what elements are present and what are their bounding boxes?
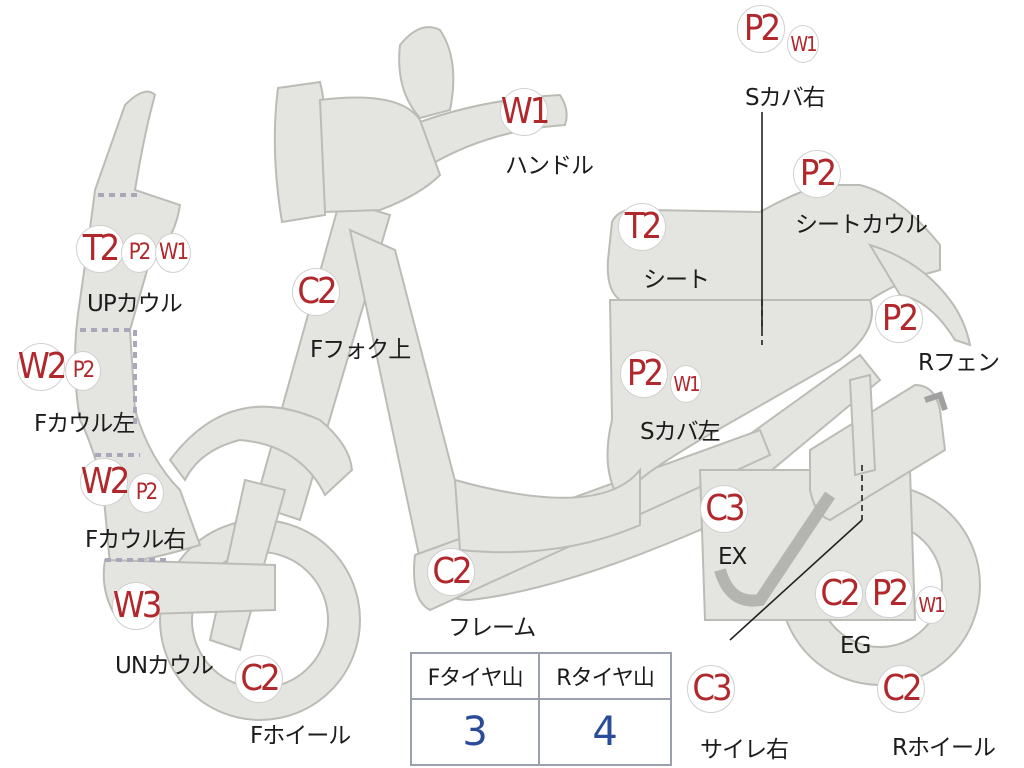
grade-badge: T2 bbox=[618, 203, 666, 251]
mirror bbox=[398, 26, 455, 120]
part-label: UPカウル bbox=[87, 291, 183, 317]
front-cowl bbox=[74, 90, 202, 567]
part-label: Rフェン bbox=[918, 350, 1000, 376]
part-label: シート bbox=[643, 267, 710, 293]
side-cover bbox=[606, 299, 873, 502]
part-label: Fカウル右 bbox=[85, 527, 186, 553]
part-label: ハンドル bbox=[505, 153, 594, 179]
tire-value-rear: 4 bbox=[538, 698, 672, 766]
part-label: サイレ右 bbox=[700, 737, 789, 763]
part-label: シートカウル bbox=[795, 212, 928, 238]
grade-badge: P2 bbox=[65, 351, 101, 391]
grade-badge: C2 bbox=[427, 548, 475, 596]
grade-badge: C3 bbox=[700, 485, 748, 533]
grade-badge: W1 bbox=[915, 586, 947, 624]
part-label: EX bbox=[718, 544, 747, 570]
muffler bbox=[809, 383, 947, 522]
grade-badge: W1 bbox=[155, 233, 191, 273]
grade-badge: C2 bbox=[292, 268, 340, 316]
part-label: EG bbox=[840, 633, 871, 659]
tire-header-rear: Rタイヤ山 bbox=[538, 652, 672, 700]
leader-silencer-right bbox=[729, 519, 863, 641]
part-label: Sカバ右 bbox=[745, 85, 826, 111]
part-label: Fフォク上 bbox=[310, 337, 411, 363]
part-label: Sカバ左 bbox=[640, 419, 721, 445]
grade-badge: W2 bbox=[17, 343, 67, 391]
tire-tread-table: Fタイヤ山 Rタイヤ山 3 4 bbox=[409, 652, 672, 766]
grade-badge: P2 bbox=[865, 570, 913, 618]
rear-shock bbox=[848, 373, 877, 477]
grade-badge: P2 bbox=[128, 473, 164, 513]
grade-badge: P2 bbox=[121, 233, 157, 273]
grade-badge: C3 bbox=[687, 665, 735, 713]
grade-badge: W1 bbox=[500, 88, 550, 136]
part-label: Fカウル左 bbox=[34, 411, 135, 437]
tail-cowl bbox=[867, 243, 972, 347]
grade-badge: W2 bbox=[80, 458, 130, 506]
grade-badge: C2 bbox=[235, 655, 283, 703]
headlight bbox=[273, 80, 328, 224]
grade-badge: P2 bbox=[875, 295, 923, 343]
grade-badge: P2 bbox=[793, 150, 841, 198]
grade-badge: C2 bbox=[815, 570, 863, 618]
grade-badge: W1 bbox=[787, 25, 819, 63]
grade-badge: P2 bbox=[737, 5, 785, 53]
grade-badge: W1 bbox=[670, 365, 702, 403]
part-label: Fホイール bbox=[250, 723, 351, 749]
part-label: UNカウル bbox=[115, 653, 214, 679]
grade-badge: T2 bbox=[76, 225, 124, 273]
grade-badge: P2 bbox=[620, 350, 668, 398]
tire-value-front: 3 bbox=[409, 698, 541, 766]
grade-badge: C2 bbox=[877, 665, 925, 713]
front-fender bbox=[168, 405, 354, 497]
head-cover bbox=[318, 96, 442, 214]
grade-badge: W3 bbox=[112, 582, 162, 630]
part-label: フレーム bbox=[448, 615, 536, 641]
part-label: Rホイール bbox=[892, 735, 996, 761]
seat bbox=[606, 184, 941, 301]
tire-header-front: Fタイヤ山 bbox=[409, 652, 541, 700]
floorboard bbox=[453, 467, 641, 554]
